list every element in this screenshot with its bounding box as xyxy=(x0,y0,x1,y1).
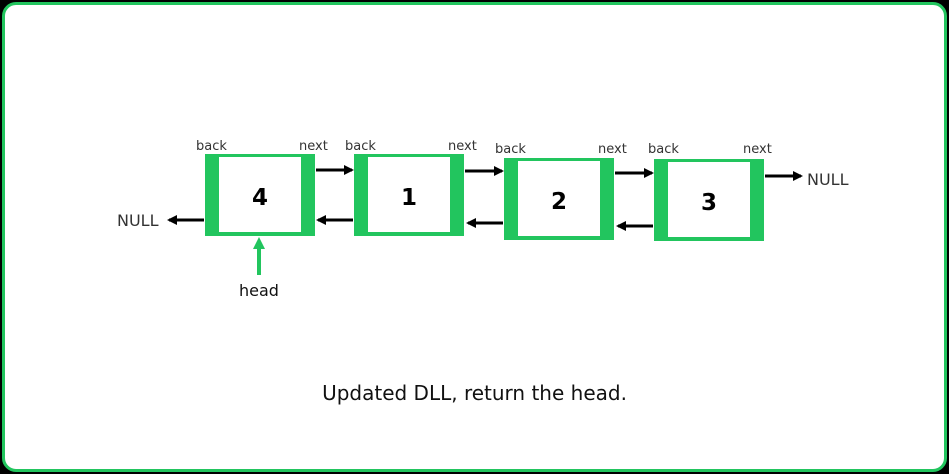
back-label-2: back xyxy=(495,142,526,157)
node-value-0: 4 xyxy=(252,185,268,211)
diagram-caption: Updated DLL, return the head. xyxy=(322,381,627,405)
next-label-2: next xyxy=(598,142,627,157)
next-label-3: next xyxy=(743,142,772,157)
right-null-label: NULL xyxy=(807,170,849,189)
back-label-3: back xyxy=(648,142,679,157)
list-node-0: 4 back next xyxy=(196,139,328,236)
back-label-1: back xyxy=(345,139,376,154)
head-label: head xyxy=(239,281,279,300)
list-node-1: 1 back next xyxy=(345,139,477,236)
back-label-0: back xyxy=(196,139,227,154)
left-null-label: NULL xyxy=(117,211,159,230)
node-value-2: 2 xyxy=(551,189,567,215)
node-value-1: 1 xyxy=(401,185,417,211)
node-value-3: 3 xyxy=(701,190,717,216)
next-label-1: next xyxy=(448,139,477,154)
list-node-3: 3 back next xyxy=(648,142,772,241)
next-label-0: next xyxy=(299,139,328,154)
list-node-2: 2 back next xyxy=(495,142,627,240)
